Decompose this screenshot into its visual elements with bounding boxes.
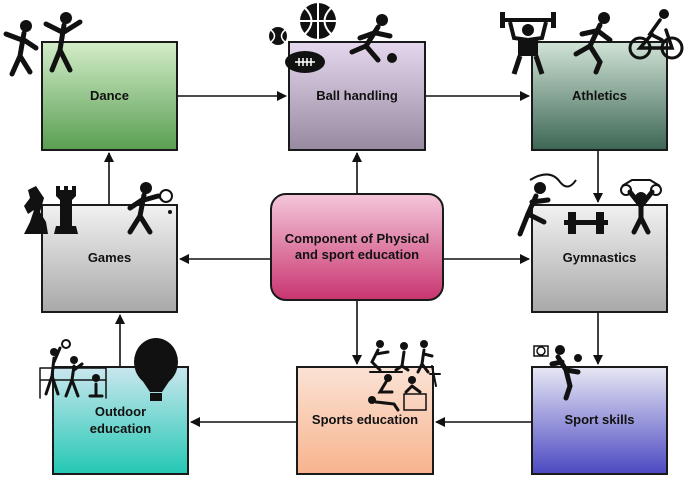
- sport-skills-label: Sport skills: [564, 412, 635, 428]
- weightlifter-icon: [500, 12, 556, 75]
- rings-gymnast-icon: [620, 179, 662, 235]
- sport-skills-node: Sport skills: [531, 366, 668, 475]
- sports-silhouettes-icon: [368, 340, 441, 412]
- sports-education-label: Sports education: [311, 412, 419, 428]
- hot-air-balloon-icon: [134, 338, 178, 401]
- center-node: Component of Physical and sport educatio…: [270, 193, 444, 301]
- soccer-player-icon: [349, 14, 397, 63]
- tennis-ball-icon: [269, 27, 287, 45]
- gymnastics-label: Gymnastics: [562, 250, 637, 266]
- games-label: Games: [87, 250, 132, 266]
- dance-label: Dance: [89, 87, 130, 103]
- ribbon-gymnast-icon: [517, 173, 577, 237]
- athletics-label: Athletics: [572, 87, 627, 103]
- football-icon: [285, 51, 325, 73]
- runner-icon: [573, 12, 613, 75]
- ball-handling-label: Ball handling: [316, 87, 398, 103]
- sports-education-node: Sports education: [296, 366, 434, 475]
- dancers-icon: [3, 12, 83, 77]
- chess-pieces-icon: [24, 186, 78, 234]
- soccer-kick-icon: [533, 345, 582, 401]
- cyclist-icon: [628, 9, 684, 60]
- dumbbell-icon: [564, 212, 608, 234]
- badminton-player-icon: [127, 182, 173, 235]
- basketball-icon: [300, 3, 336, 39]
- outdoor-education-label: Outdoor education: [89, 404, 152, 436]
- center-label: Component of Physical and sport educatio…: [284, 230, 430, 262]
- volleyball-players-icon: [39, 339, 107, 399]
